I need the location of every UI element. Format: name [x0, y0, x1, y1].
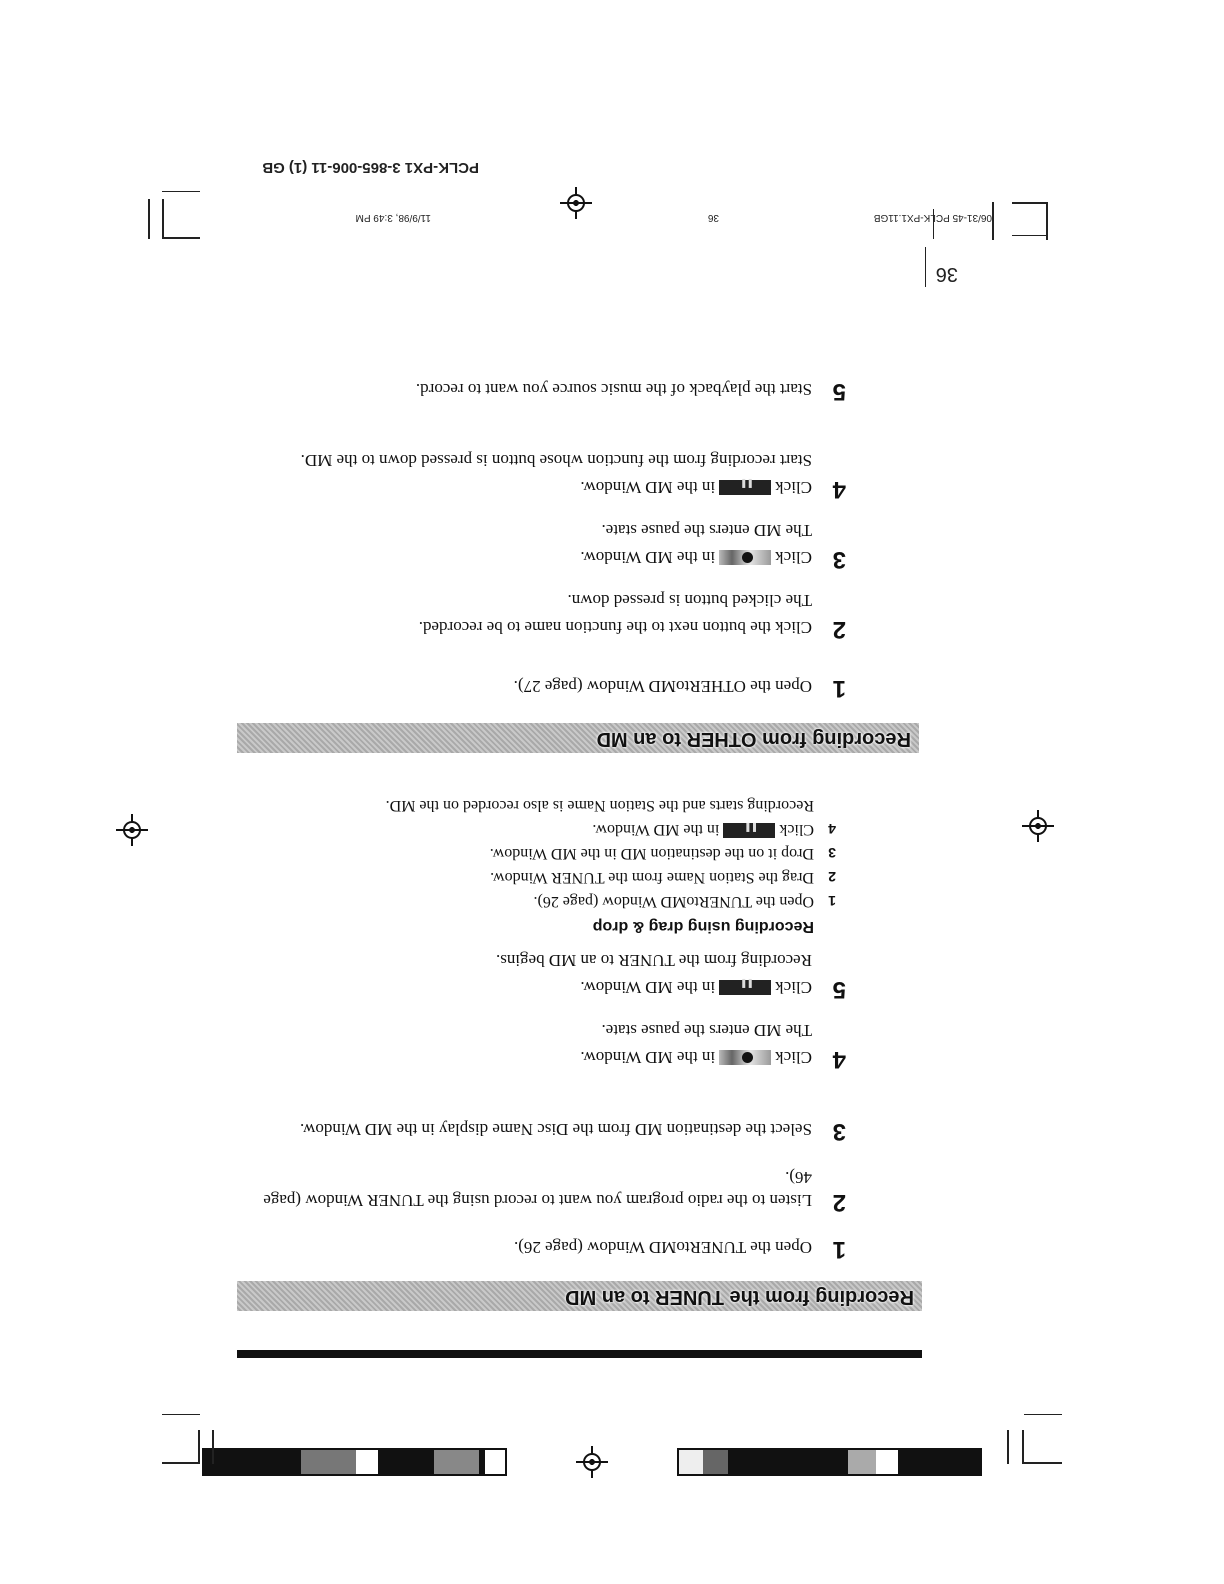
dragdrop-step-2: 2 Drag the Station Name from the TUNER W… — [490, 869, 836, 886]
registration-mark-bottom — [560, 187, 592, 219]
section-title: Recording from OTHER to an MD — [596, 728, 911, 750]
print-color-bar-right — [202, 1448, 507, 1476]
record-button-icon — [719, 550, 772, 565]
slug-page: 36 — [707, 212, 719, 223]
crop-mark — [162, 237, 200, 239]
slug-datetime: 11/9/98, 3:49 PM — [355, 212, 431, 223]
other-step-2: 2 Click the button next to the function … — [418, 591, 846, 643]
pause-button-icon — [719, 480, 772, 495]
registration-mark-top — [576, 1446, 608, 1478]
crop-mark — [162, 191, 200, 192]
model-code: PCLK-PX1 3-865-006-11 (1) GB — [262, 159, 479, 176]
dragdrop-step-3: 3 Drop it on the destination MD in the M… — [489, 845, 836, 862]
crop-mark — [1024, 1462, 1062, 1464]
tuner-step-5: 5 Clickin the MD Window. Recording from … — [232, 949, 846, 1003]
section-header-tuner: Recording from the TUNER to an MD — [237, 1281, 922, 1311]
dragdrop-step-4: 4 Clickin the MD Window. Recording start… — [214, 795, 836, 839]
other-step-1: 1 Open the OTHERtoMD Window (page 27). — [513, 675, 846, 702]
registration-mark-left — [1022, 810, 1054, 842]
section-title: Recording from the TUNER to an MD — [565, 1286, 914, 1308]
crop-mark — [1024, 1414, 1062, 1415]
crop-mark — [162, 1462, 200, 1464]
crop-mark — [1012, 202, 1048, 204]
crop-mark — [212, 1430, 214, 1464]
other-step-4: 4 Clickin the MD Window. Start recording… — [242, 449, 846, 503]
crop-mark — [198, 1430, 200, 1464]
tuner-step-1: 1 Open the TUNERtoMD Window (page 26). — [513, 1236, 846, 1263]
tuner-step-2: 2 Listen to the radio program you want t… — [263, 1168, 846, 1216]
crop-mark — [1022, 1430, 1024, 1464]
print-color-bar-left — [677, 1448, 982, 1476]
dragdrop-step-1: 1 Open the TUNERtoMD Window (page 26). — [533, 893, 837, 910]
record-button-icon — [719, 1050, 772, 1065]
pause-button-icon — [723, 823, 776, 838]
other-step-5: 5 Start the playback of the music source… — [415, 378, 846, 405]
crop-mark — [992, 202, 994, 240]
crop-mark — [1012, 235, 1048, 236]
tuner-step-3: 3 Select the destination MD from the Dis… — [299, 1118, 846, 1145]
crop-mark — [162, 1414, 200, 1415]
crop-mark — [148, 199, 150, 239]
pause-button-icon — [719, 980, 772, 995]
page-number: 36 — [935, 263, 958, 285]
registration-mark-right — [116, 814, 148, 846]
crop-mark — [162, 199, 164, 239]
dragdrop-title: Recording using drag & drop — [592, 918, 814, 935]
other-step-3: 3 Clickin the MD Window. The MD enters t… — [580, 521, 846, 573]
page-number-rule — [925, 247, 926, 287]
crop-mark — [1007, 1430, 1009, 1464]
top-rule — [237, 1350, 922, 1358]
section-header-other: Recording from OTHER to an MD — [237, 723, 919, 753]
slug-rule — [933, 209, 934, 239]
tuner-step-4: 4 Clickin the MD Window. The MD enters t… — [580, 1021, 846, 1073]
